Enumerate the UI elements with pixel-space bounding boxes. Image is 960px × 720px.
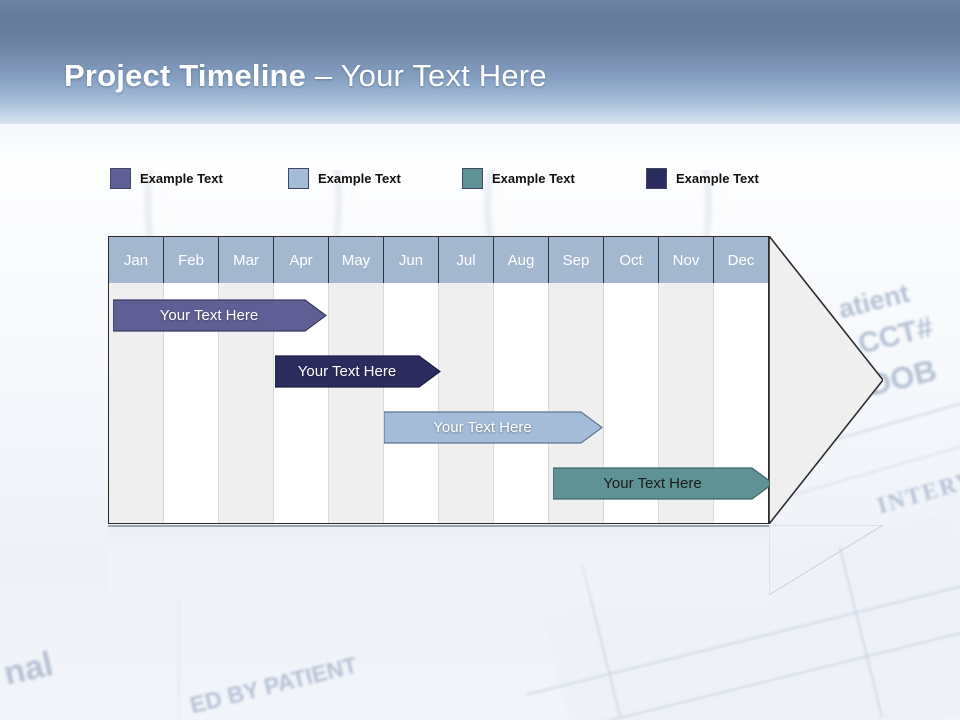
task-bar-label: Your Text Here bbox=[603, 475, 702, 492]
timeline-month-cell[interactable]: Nov bbox=[659, 237, 714, 283]
timeline-month-cell[interactable]: Jan bbox=[109, 237, 164, 283]
page-title-bold: Project Timeline bbox=[64, 58, 307, 93]
timeline-month-cell[interactable]: Oct bbox=[604, 237, 659, 283]
timeline-grid-column bbox=[329, 283, 384, 523]
timeline-task-bar[interactable]: Your Text Here bbox=[384, 411, 603, 444]
timeline-month-cell[interactable]: Apr bbox=[274, 237, 329, 283]
timeline-grid-column bbox=[439, 283, 494, 523]
legend-item[interactable]: Example Text bbox=[288, 168, 401, 189]
legend-item[interactable]: Example Text bbox=[110, 168, 223, 189]
timeline-month-cell[interactable]: May bbox=[329, 237, 384, 283]
title-band bbox=[0, 0, 960, 170]
page-title-separator: – bbox=[306, 58, 341, 93]
legend-item-label: Example Text bbox=[318, 171, 401, 186]
legend-item-label: Example Text bbox=[676, 171, 759, 186]
timeline-month-cell[interactable]: Aug bbox=[494, 237, 549, 283]
task-bar-label: Your Text Here bbox=[433, 419, 532, 436]
timeline-task-bar[interactable]: Your Text Here bbox=[553, 467, 774, 500]
background-form-rule bbox=[178, 600, 180, 720]
timeline-month-cell[interactable]: Mar bbox=[219, 237, 274, 283]
legend-swatch-icon bbox=[288, 168, 309, 189]
timeline-task-bar[interactable]: Your Text Here bbox=[113, 299, 327, 332]
legend-swatch-icon bbox=[462, 168, 483, 189]
task-bar-arrow-shape bbox=[113, 299, 327, 332]
task-bar-arrow-shape bbox=[384, 411, 603, 444]
timeline-grid-column bbox=[494, 283, 549, 523]
legend-swatch-icon bbox=[110, 168, 131, 189]
legend: Example Text Example Text Example Text E… bbox=[110, 168, 850, 196]
timeline-arrowhead-icon bbox=[769, 236, 883, 524]
page-title-light: Your Text Here bbox=[340, 58, 547, 93]
task-bar-arrow-shape bbox=[275, 355, 441, 388]
timeline-grid-column bbox=[384, 283, 439, 523]
task-bar-arrow-shape bbox=[553, 467, 774, 500]
timeline-month-cell[interactable]: Dec bbox=[714, 237, 768, 283]
timeline-task-bar[interactable]: Your Text Here bbox=[275, 355, 441, 388]
page-title: Project Timeline – Your Text Here bbox=[64, 58, 547, 94]
legend-item[interactable]: Example Text bbox=[462, 168, 575, 189]
timeline-month-cell[interactable]: Sep bbox=[549, 237, 604, 283]
legend-swatch-icon bbox=[646, 168, 667, 189]
task-bar-label: Your Text Here bbox=[159, 307, 259, 324]
timeline-month-cell[interactable]: Jun bbox=[384, 237, 439, 283]
legend-item-label: Example Text bbox=[492, 171, 575, 186]
legend-item[interactable]: Example Text bbox=[646, 168, 759, 189]
timeline-month-cell[interactable]: Jul bbox=[439, 237, 494, 283]
timeline-month-cell[interactable]: Feb bbox=[164, 237, 219, 283]
task-bar-label: Your Text Here bbox=[297, 363, 397, 380]
legend-item-label: Example Text bbox=[140, 171, 223, 186]
